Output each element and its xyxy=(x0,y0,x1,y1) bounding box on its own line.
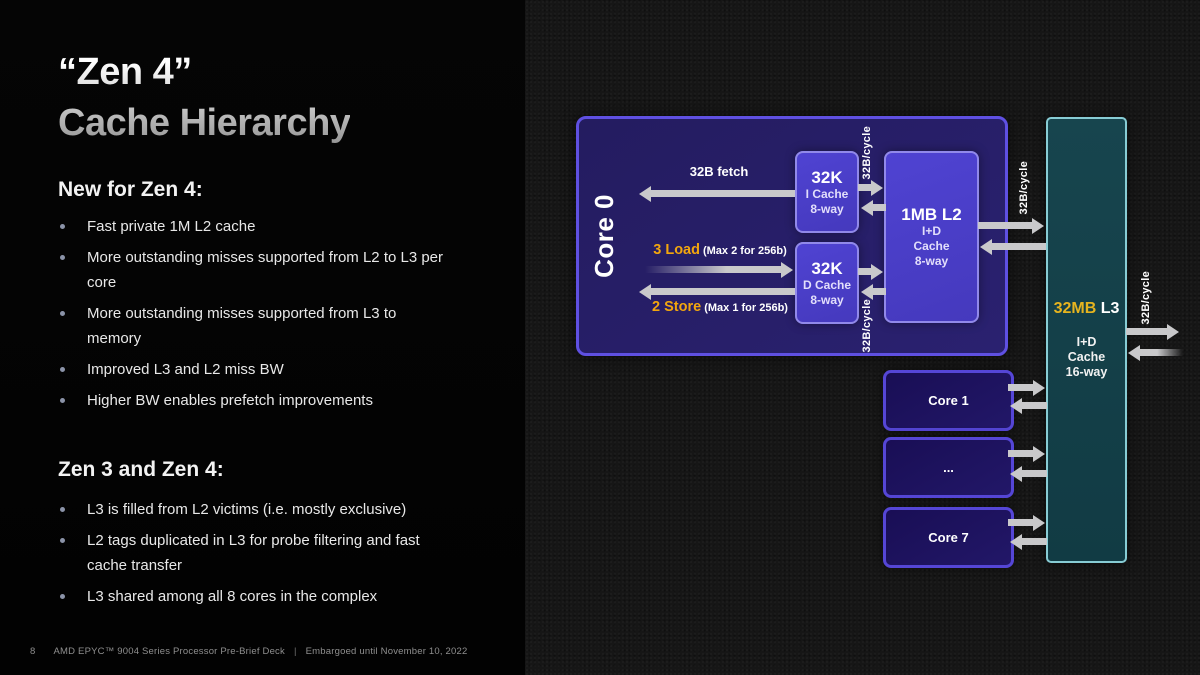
heading-zen3-and-zen4: Zen 3 and Zen 4: xyxy=(58,458,224,481)
bullet-dot-icon xyxy=(60,398,65,403)
memory-to-l3-arrow-icon xyxy=(1140,349,1183,356)
bullet-list-zen3-and-zen4: L3 is filled from L2 victims (i.e. mostl… xyxy=(60,497,500,615)
icache-to-l2-arrow-icon xyxy=(858,184,871,191)
bw-label-l2-l3: 32B/cycle xyxy=(1018,161,1030,215)
l2-to-icache-arrow-icon xyxy=(873,204,886,211)
core-box: Core 1 xyxy=(883,370,1014,431)
core-box: ... xyxy=(883,437,1014,498)
bullet-item: L3 is filled from L2 victims (i.e. mostl… xyxy=(60,497,500,522)
bullet-dot-icon xyxy=(60,507,65,512)
l2-type: I+D xyxy=(921,224,941,238)
l3-size: 32MB xyxy=(1053,300,1097,317)
bullet-item: Fast private 1M L2 cache xyxy=(60,214,500,239)
store-note: (Max 1 for 256b) xyxy=(704,302,788,314)
l3-subtitle: I+D Cache 16-way xyxy=(1048,335,1125,380)
l2-type2: Cache xyxy=(913,239,950,253)
heading-new-for-zen4: New for Zen 4: xyxy=(58,178,203,201)
core1-to-l3-arrow-icon xyxy=(1008,384,1033,391)
l3-to-core7-arrow-icon xyxy=(1022,538,1047,545)
bullet-dot-icon xyxy=(60,367,65,372)
load-count: 3 Load xyxy=(653,242,700,258)
footer-separator: | xyxy=(293,646,297,657)
fetch-bandwidth-label: 32B fetch xyxy=(689,164,749,179)
diagram-panel: Core 0 32B fetch 3 Load(Max 2 for 256b) … xyxy=(525,0,1200,675)
dcache-type: D Cache xyxy=(802,277,852,292)
core-box-label: Core 1 xyxy=(928,393,969,408)
load-label: 3 Load(Max 2 for 256b) xyxy=(635,242,805,258)
store-count: 2 Store xyxy=(652,299,702,315)
l2-to-l3-arrow-icon xyxy=(978,222,1032,229)
fetch-arrow-icon xyxy=(651,190,795,197)
l3-to-coren-arrow-icon xyxy=(1022,470,1047,477)
icache-assoc: 8-way xyxy=(810,201,844,216)
other-cores: Core 1 ... Core 7 xyxy=(525,0,1200,675)
bullet-item: More outstanding misses supported from L… xyxy=(60,245,500,295)
bullet-item: Higher BW enables prefetch improvements xyxy=(60,388,500,413)
bullet-dot-icon xyxy=(60,311,65,316)
bullet-list-new-for-zen4: Fast private 1M L2 cache More outstandin… xyxy=(60,214,500,419)
bw-label-dcache-l2: 32B/cycle xyxy=(861,299,873,353)
dcache-size: 32K xyxy=(811,258,843,278)
slide-footer: 8 AMD EPYC™ 9004 Series Processor Pre-Br… xyxy=(30,646,468,657)
l3-to-memory-arrow-icon xyxy=(1126,328,1167,335)
store-label: 2 Store(Max 1 for 256b) xyxy=(635,299,805,315)
slide-title: “Zen 4” Cache Hierarchy xyxy=(58,47,350,149)
l3-type: I+D xyxy=(1076,335,1097,349)
page-number: 8 xyxy=(30,646,36,657)
l1-icache-box: 32K I Cache 8-way xyxy=(795,151,859,233)
bullet-text: Fast private 1M L2 cache xyxy=(87,218,256,235)
dcache-to-l2-arrow-icon xyxy=(858,268,871,275)
icache-type: I Cache xyxy=(805,186,849,201)
bullet-item: L3 shared among all 8 cores in the compl… xyxy=(60,584,500,609)
bullet-text: More outstanding misses supported from L… xyxy=(87,249,444,291)
bullet-dot-icon xyxy=(60,594,65,599)
bw-label-icache-l2: 32B/cycle xyxy=(861,126,873,180)
title-line-1: “Zen 4” xyxy=(58,51,192,94)
bullet-dot-icon xyxy=(60,255,65,260)
bullet-text: L2 tags duplicated in L3 for probe filte… xyxy=(87,532,420,574)
bullet-text: L3 shared among all 8 cores in the compl… xyxy=(87,588,378,605)
core-box: Core 7 xyxy=(883,507,1014,568)
content-panel: “Zen 4” Cache Hierarchy New for Zen 4: F… xyxy=(0,0,525,675)
bw-label-l3-memory: 32B/cycle xyxy=(1140,271,1152,325)
store-arrow-icon xyxy=(651,288,795,295)
bullet-text: Higher BW enables prefetch improvements xyxy=(87,392,373,409)
bullet-text: Improved L3 and L2 miss BW xyxy=(87,361,284,378)
dcache-assoc: 8-way xyxy=(810,292,844,307)
l3-to-core1-arrow-icon xyxy=(1022,402,1047,409)
core-box-label: ... xyxy=(943,460,954,475)
coren-to-l3-arrow-icon xyxy=(1008,450,1033,457)
l1-dcache-box: 32K D Cache 8-way xyxy=(795,242,859,324)
bullet-text: More outstanding misses supported from L… xyxy=(87,305,397,347)
bullet-text: L3 is filled from L2 victims (i.e. mostl… xyxy=(87,501,407,518)
bullet-dot-icon xyxy=(60,224,65,229)
l3-cache-box: 32MB L3 I+D Cache 16-way xyxy=(1046,117,1127,563)
load-arrow-icon xyxy=(645,266,781,273)
bullet-item: Improved L3 and L2 miss BW xyxy=(60,357,500,382)
footer-embargo-text: Embargoed until November 10, 2022 xyxy=(305,646,468,657)
l3-assoc: 16-way xyxy=(1065,365,1108,379)
core7-to-l3-arrow-icon xyxy=(1008,519,1033,526)
bullet-item: More outstanding misses supported from L… xyxy=(60,301,500,351)
footer-deck-name: AMD EPYC™ 9004 Series Processor Pre-Brie… xyxy=(53,646,285,657)
icache-size: 32K xyxy=(811,167,843,187)
core-box-label: Core 7 xyxy=(928,530,969,545)
l2-size: 1MB L2 xyxy=(901,205,962,224)
bullet-dot-icon xyxy=(60,538,65,543)
bullet-item: L2 tags duplicated in L3 for probe filte… xyxy=(60,528,500,578)
l3-to-l2-arrow-icon xyxy=(992,243,1046,250)
l3-title: 32MB L3 xyxy=(1048,300,1125,318)
title-line-2: Cache Hierarchy xyxy=(58,102,351,145)
l3-type2: Cache xyxy=(1067,350,1106,364)
load-note: (Max 2 for 256b) xyxy=(702,245,787,257)
l3-name: L3 xyxy=(1100,300,1120,317)
l2-assoc: 8-way xyxy=(914,254,949,268)
l2-to-dcache-arrow-icon xyxy=(873,288,886,295)
l2-cache-box: 1MB L2 I+D Cache 8-way xyxy=(884,151,979,323)
